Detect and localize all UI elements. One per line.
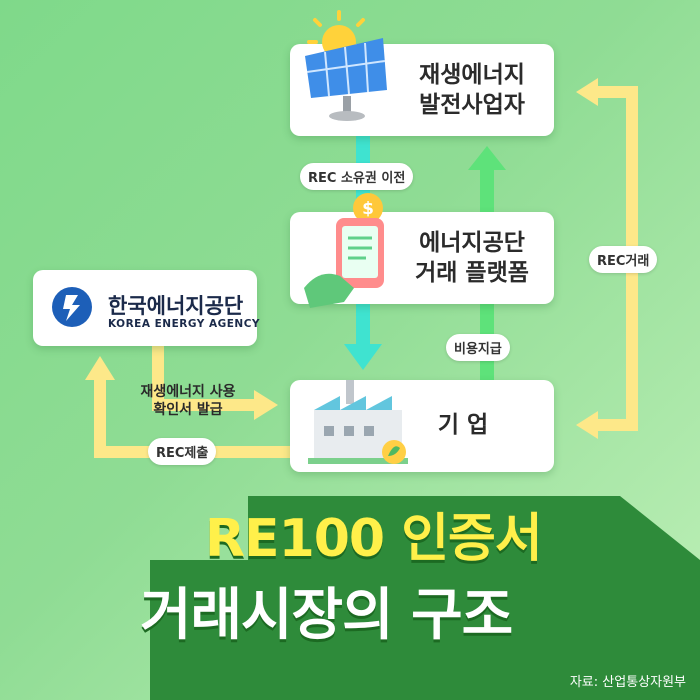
arrow-certificate (152, 344, 278, 420)
arrow-rec-submit (85, 356, 290, 458)
rec-ownership-label: REC 소유권 이전 (300, 163, 414, 190)
phone-coin-icon: $ (304, 193, 384, 308)
rec-trade-label: REC거래 (589, 246, 658, 273)
certificate-label: 재생에너지 사용 확인서 발급 (140, 384, 236, 418)
title-line-2: 거래시장의 구조 (140, 583, 513, 648)
factory-icon (308, 380, 408, 464)
generator-label: 재생에너지 발전사업자 (419, 62, 525, 118)
title-line-1: RE100 인증서 (205, 509, 543, 569)
platform-label: 에너지공단 거래 플랫폼 (415, 230, 529, 286)
kea-logo-icon (52, 287, 92, 327)
company-label: 기 업 (437, 412, 489, 438)
source-note: 자료: 산업통상자원부 (569, 675, 686, 690)
agency-subtitle: KOREA ENERGY AGENCY (108, 318, 261, 330)
agency-name: 한국에너지공단 (108, 294, 244, 318)
payment-label: 비용지급 (446, 334, 510, 361)
svg-text:$: $ (362, 199, 374, 219)
rec-submit-label: REC제출 (148, 438, 217, 465)
solar-panel-icon (305, 10, 387, 121)
